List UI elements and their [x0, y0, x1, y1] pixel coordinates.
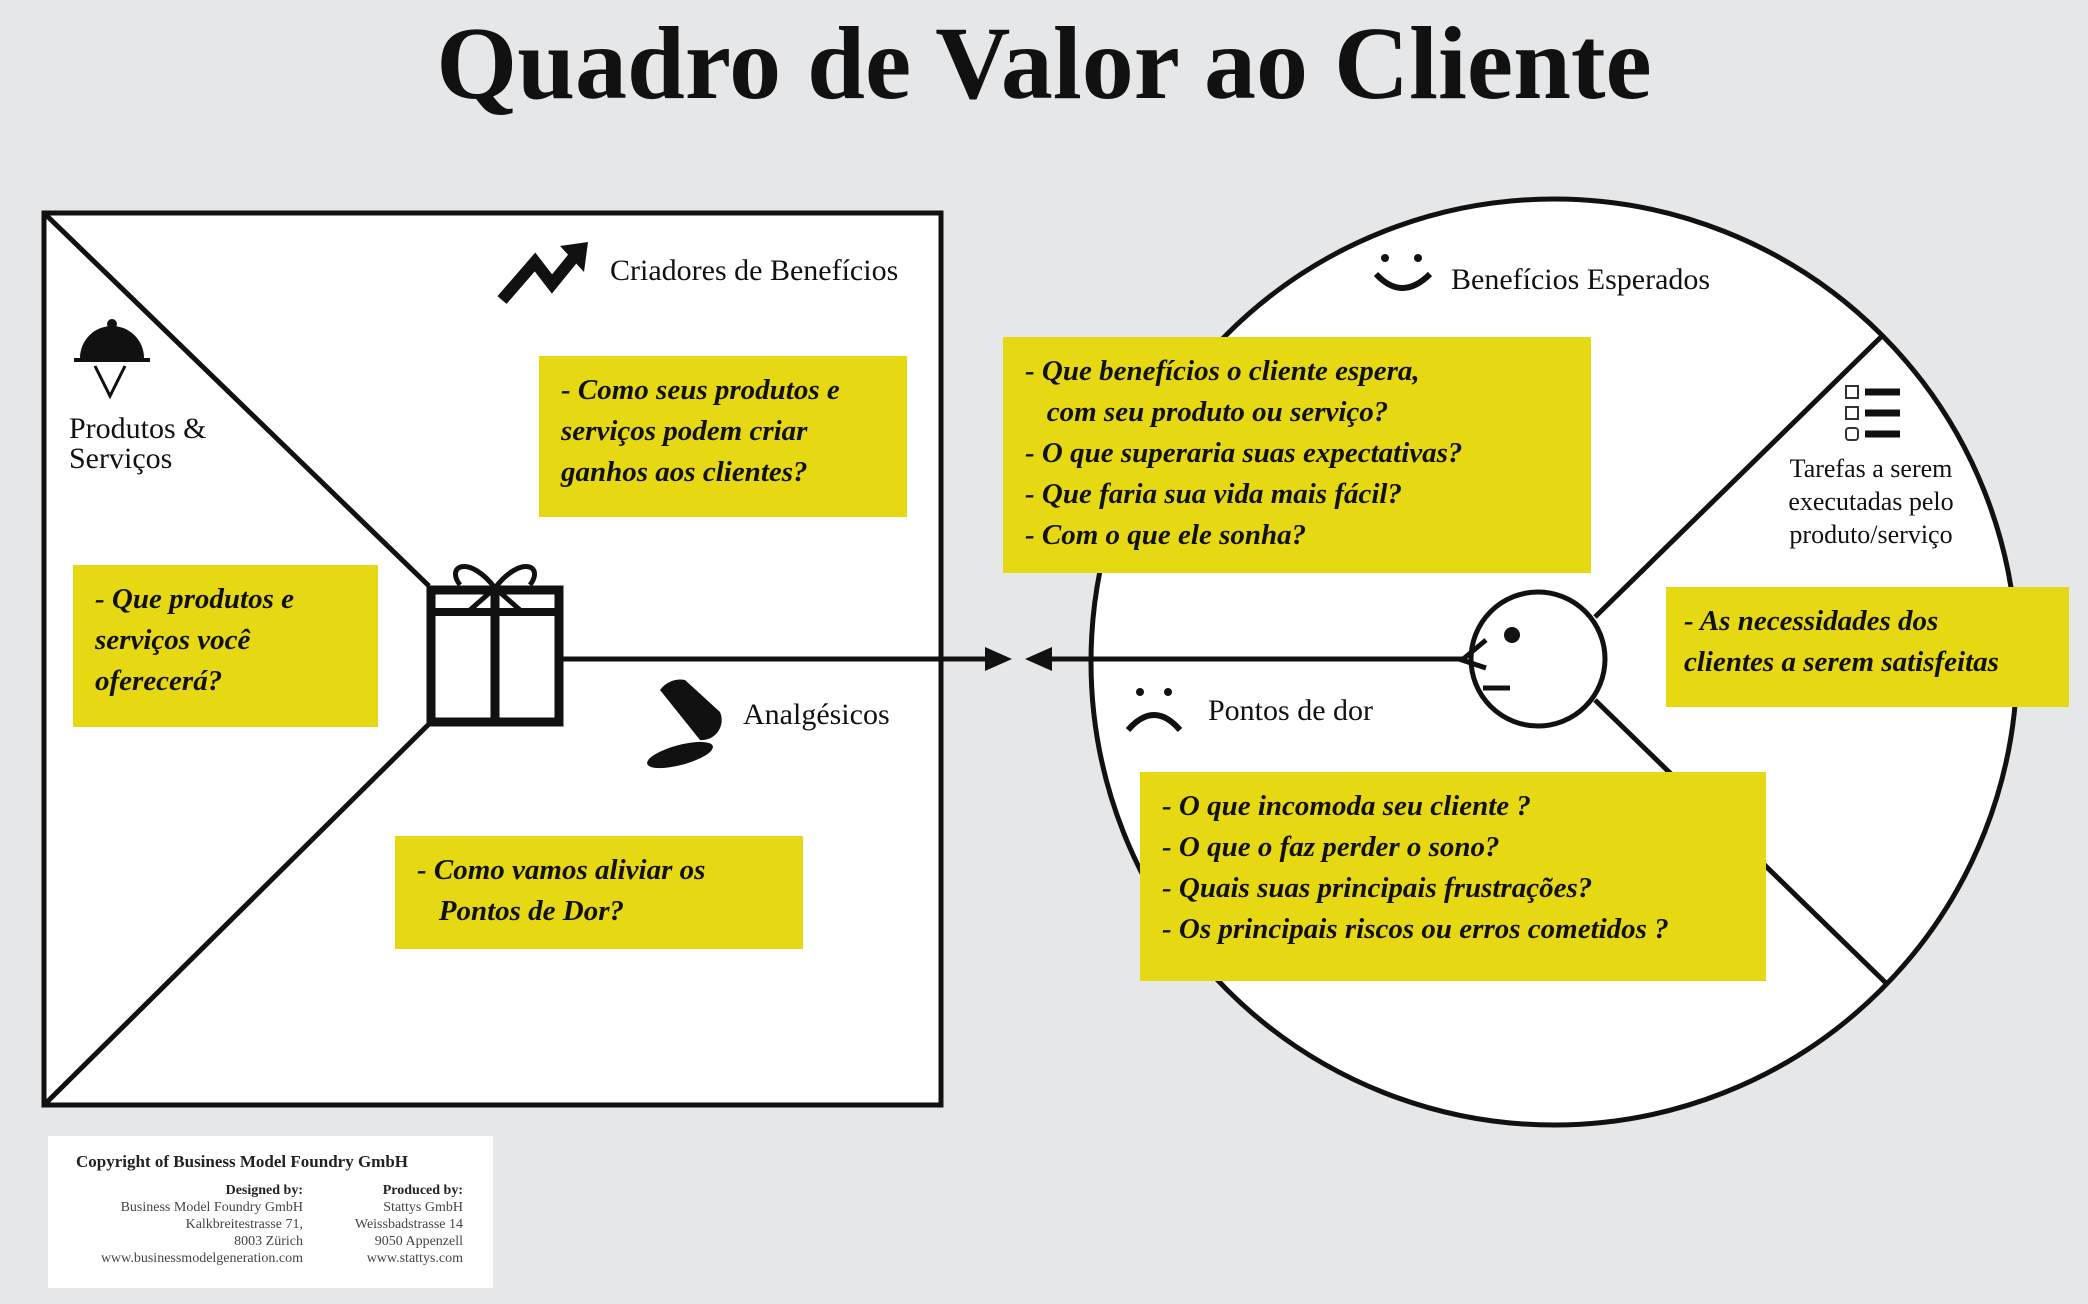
note-line: - As necessidades dos: [1684, 605, 1939, 637]
note-line: - O que superaria suas expectativas?: [1025, 437, 1463, 469]
note-line: clientes a serem satisfeitas: [1684, 646, 1999, 678]
label-line: executadas pelo: [1788, 487, 1954, 516]
arrowhead-right: [985, 647, 1012, 671]
divider-bottom: [42, 722, 431, 1107]
note-line: ganhos aos clientes?: [561, 456, 808, 488]
label-line: produto/serviço: [1789, 520, 1953, 549]
footer-line: Kalkbreitestrasse 71,: [185, 1217, 303, 1232]
copyright-text: Copyright of Business Model Foundry GmbH: [76, 1152, 409, 1171]
copyright-footer: Copyright of Business Model Foundry GmbH…: [48, 1136, 493, 1288]
gains-label: Benefícios Esperados: [1451, 263, 1711, 296]
divider-top: [42, 211, 431, 588]
customer-face-icon: [1456, 589, 1608, 729]
pain-relievers-note: - Como vamos aliviar os Pontos de Dor?: [395, 836, 803, 949]
gift-icon: [426, 564, 564, 727]
products-services-note: - Que produtos e serviços você oferecerá…: [73, 565, 378, 727]
footer-line: Stattys GmbH: [383, 1200, 463, 1215]
page-title: Quadro de Valor ao Cliente: [436, 6, 1652, 121]
pains-note: - O que incomoda seu cliente ? - O que o…: [1140, 772, 1766, 981]
note-line: - Que benefícios o cliente espera,: [1025, 355, 1420, 387]
gain-creators-note: - Como seus produtos e serviços podem cr…: [539, 356, 907, 517]
pains-label: Pontos de dor: [1208, 694, 1373, 727]
arrowhead-left: [1025, 647, 1052, 671]
footer-line: 9050 Appenzell: [374, 1234, 463, 1249]
cloche-icon: [74, 319, 150, 400]
label-line: Serviços: [69, 442, 173, 475]
note-line: - Como seus produtos e: [561, 374, 840, 406]
note-line: - Com o que ele sonha?: [1025, 519, 1307, 551]
label-line: Tarefas a serem: [1789, 454, 1953, 483]
note-line: Pontos de Dor?: [417, 895, 625, 927]
footer-line: 8003 Zürich: [234, 1234, 303, 1249]
note-line: com seu produto ou serviço?: [1025, 396, 1389, 428]
jobs-note: - As necessidades dos clientes a serem s…: [1666, 587, 2069, 707]
divider-upper-right: [1593, 334, 1884, 619]
note-line: - O que incomoda seu cliente ?: [1162, 790, 1531, 822]
produced-by: Produced by: Stattys GmbH Weissbadstrass…: [355, 1182, 463, 1267]
label-line: Produtos &: [69, 412, 207, 445]
designed-heading: Designed by:: [225, 1183, 303, 1198]
note-line: - Que faria sua vida mais fácil?: [1025, 478, 1402, 510]
trending-up-icon: [497, 242, 588, 304]
note-line: oferecerá?: [95, 665, 223, 697]
footer-line[interactable]: www.businessmodelgeneration.com: [100, 1251, 303, 1266]
gain-creators-label: Criadores de Benefícios: [610, 254, 899, 287]
products-services-label: Produtos & Serviços: [69, 414, 207, 474]
pain-relievers-label: Analgésicos: [743, 698, 890, 731]
designed-by: Designed by: Business Model Foundry GmbH…: [101, 1182, 303, 1267]
checklist-icon: [1845, 385, 1900, 441]
footer-line: Weissbadstrasse 14: [354, 1217, 463, 1232]
note-line: - Que produtos e: [95, 583, 294, 615]
note-line: serviços podem criar: [561, 415, 808, 447]
note-line: - Os principais riscos ou erros cometido…: [1162, 913, 1669, 945]
produced-heading: Produced by:: [382, 1183, 463, 1198]
note-line: - O que o faz perder o sono?: [1162, 831, 1500, 863]
frown-icon: [1125, 688, 1183, 733]
note-line: - Como vamos aliviar os: [417, 854, 706, 886]
note-line: serviços você: [95, 624, 251, 656]
smile-icon: [1373, 254, 1433, 291]
jobs-label: Tarefas a serem executadas pelo produto/…: [1771, 452, 1971, 551]
gains-note: - Que benefícios o cliente espera, com s…: [1003, 337, 1591, 573]
footer-line[interactable]: www.stattys.com: [366, 1251, 463, 1266]
pill-icon: [647, 679, 722, 769]
footer-line: Business Model Foundry GmbH: [120, 1200, 303, 1215]
note-line: - Quais suas principais frustrações?: [1162, 872, 1593, 904]
